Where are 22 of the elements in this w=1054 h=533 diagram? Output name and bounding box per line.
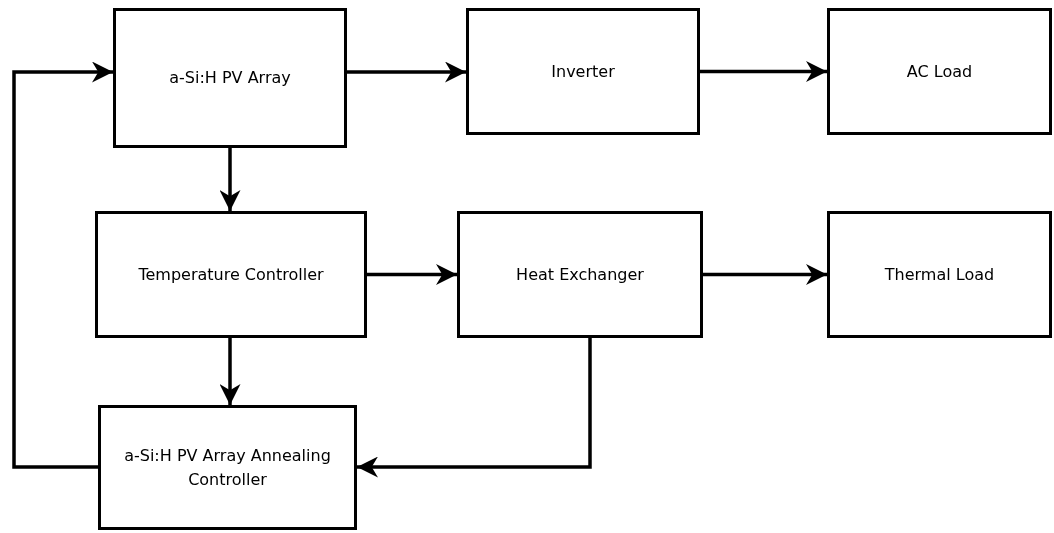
arrow [347, 61, 466, 83]
box-label: Heat Exchanger [515, 263, 645, 286]
box-label: a-Si:H PV Array [168, 67, 292, 90]
arrow [12, 61, 113, 469]
arrow [703, 264, 827, 285]
box-label: Inverter [550, 60, 616, 83]
arrow [357, 338, 592, 478]
box-label: AC Load [905, 60, 974, 83]
process-box [827, 8, 1052, 135]
arrow [367, 264, 457, 285]
process-box [95, 211, 367, 338]
box-label: Thermal Load [883, 263, 996, 286]
process-box [457, 211, 703, 338]
box-label: Temperature Controller [137, 263, 325, 286]
arrow [700, 61, 827, 82]
process-box [98, 405, 357, 530]
process-box [827, 211, 1052, 338]
arrow [219, 148, 241, 211]
process-box [113, 8, 347, 148]
process-box [466, 8, 700, 135]
box-label: a-Si:H PV Array Annealing Controller [123, 445, 332, 491]
arrow [219, 338, 241, 405]
